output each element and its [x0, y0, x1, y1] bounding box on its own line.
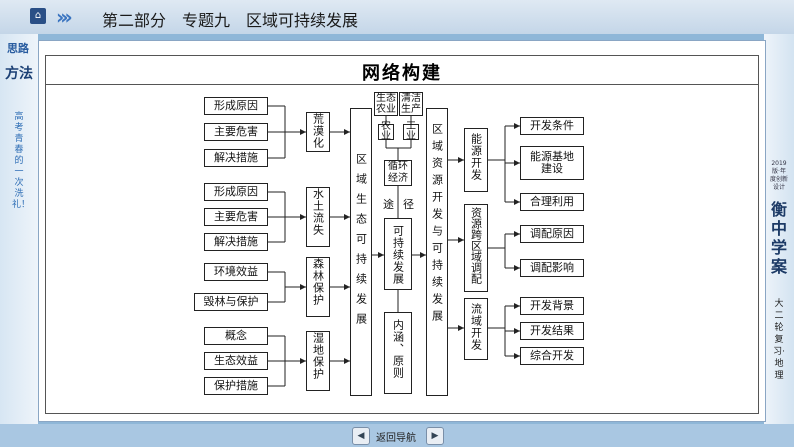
right-panel-brand: 衡中学案 [770, 200, 787, 276]
path-left-label: 途 [383, 198, 394, 211]
basin-background-box: 开发背景 [520, 297, 584, 315]
agriculture-box: 农业 [378, 122, 394, 142]
wetland-measure-box: 保护措施 [204, 377, 268, 395]
basin-comprehensive-box: 综合开发 [520, 347, 584, 365]
forest-protection-box: 森林保护 [306, 257, 330, 317]
soil-erosion-box: 水土流失 [306, 187, 330, 247]
forest-protect-box: 毁林与保护 [194, 293, 268, 311]
bottom-bar [0, 424, 794, 447]
left-panel-label: 思路 [7, 42, 29, 55]
top-bar [0, 0, 794, 34]
connotation-principle-box: 内涵、原则 [384, 312, 412, 394]
energy-condition-box: 开发条件 [520, 117, 584, 135]
transfer-cause-box: 调配原因 [520, 225, 584, 243]
circular-economy-box: 循环经济 [384, 160, 412, 186]
back-nav-link[interactable]: 返回导航 [376, 433, 416, 444]
left-side-panel [0, 34, 38, 424]
content-frame [45, 83, 759, 414]
erosion-measure-box: 解决措施 [204, 233, 268, 251]
eco-sustainability-box: 区域生态可持续发展 [350, 108, 372, 396]
cross-region-box: 资源跨区域调配 [464, 204, 488, 292]
sustainable-dev-box: 可持续发展 [384, 218, 412, 290]
right-side-panel [764, 34, 794, 424]
prev-arrow-icon[interactable]: ◀ [352, 427, 370, 445]
wetland-concept-box: 概念 [204, 327, 268, 345]
breadcrumb: 第二部分 专题九 区域可持续发展 [102, 11, 359, 30]
industry-box: 工业 [403, 122, 419, 142]
right-panel-tag: 2019版·年度创新设计 [770, 160, 789, 191]
home-icon[interactable]: ⌂ [30, 8, 46, 24]
erosion-cause-box: 形成原因 [204, 183, 268, 201]
next-arrow-icon[interactable]: ▶ [426, 427, 444, 445]
basin-result-box: 开发结果 [520, 322, 584, 340]
diagram-title: 网络构建 [362, 63, 442, 84]
triple-chevron-icon: ››› [56, 5, 73, 29]
title-frame: 网络构建 [45, 55, 759, 85]
erosion-harm-box: 主要危害 [204, 208, 268, 226]
clean-production-box: 清洁生产 [399, 92, 423, 116]
energy-use-box: 合理利用 [520, 193, 584, 211]
forest-benefit-box: 环境效益 [204, 263, 268, 281]
right-panel-subject: 大二轮复习·地理 [773, 299, 785, 381]
eco-agriculture-box: 生态农业 [374, 92, 398, 116]
desert-measure-box: 解决措施 [204, 149, 268, 167]
left-panel-slogan: 高考青春的一次洗礼！ [12, 112, 31, 210]
transfer-impact-box: 调配影响 [520, 259, 584, 277]
desert-harm-box: 主要危害 [204, 123, 268, 141]
left-panel-method: 方法 [5, 66, 33, 82]
path-right-label: 径 [403, 198, 414, 211]
resource-dev-box: 区域资源开发与可持续发展 [426, 108, 448, 396]
basin-dev-box: 流域开发 [464, 298, 488, 360]
wetland-benefit-box: 生态效益 [204, 352, 268, 370]
desertification-box: 荒漠化 [306, 112, 330, 152]
desert-cause-box: 形成原因 [204, 97, 268, 115]
energy-dev-box: 能源开发 [464, 128, 488, 192]
wetland-protection-box: 湿地保护 [306, 331, 330, 391]
energy-base-box: 能源基地建设 [520, 146, 584, 180]
